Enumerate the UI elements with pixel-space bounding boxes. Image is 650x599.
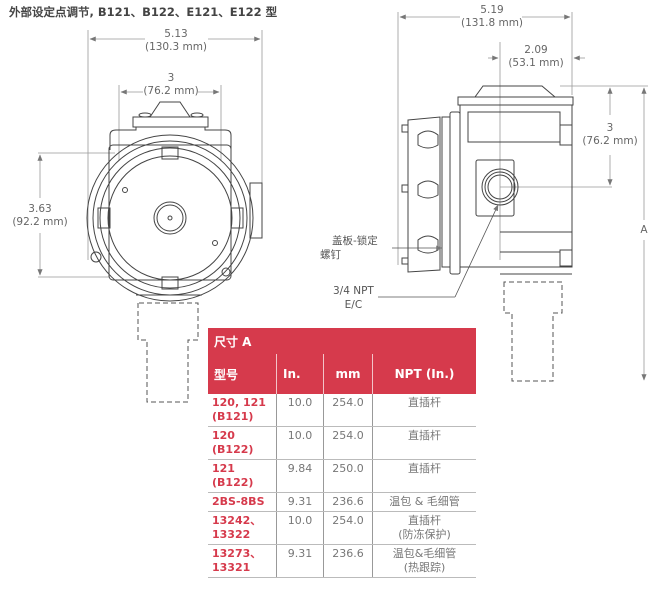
inches-cell: 10.0 xyxy=(276,511,324,545)
npt-cell: 温包&毛细管 xyxy=(392,547,457,560)
dimension-a-label: A xyxy=(640,224,648,236)
dim-inches: 3 xyxy=(167,72,175,84)
table-row: 2BS-8BS 9.31 236.6 温包 & 毛细管 xyxy=(208,492,476,512)
mm-cell: 250.0 xyxy=(323,459,373,493)
table-row: 121(B122) 9.84 250.0 直插杆 xyxy=(208,459,476,493)
inches-cell: 9.84 xyxy=(276,459,324,493)
npt-cell: 直插杆 xyxy=(408,514,441,527)
header-model: 型号 xyxy=(208,354,277,394)
dim-mm: (131.8 mm) xyxy=(460,17,524,29)
model-cell: 13273、 xyxy=(212,547,262,560)
model-cell: 13321 xyxy=(212,561,251,574)
npt-cell: 直插杆 xyxy=(408,429,441,442)
callout-line: 盖板-锁定 xyxy=(332,235,378,247)
header-inches: In. xyxy=(276,354,324,394)
model-cell: 120 xyxy=(212,429,235,442)
dim-inches: 5.13 xyxy=(164,28,188,40)
model-cell: (B122) xyxy=(212,476,254,489)
dim-mm: (130.3 mm) xyxy=(144,41,208,53)
inches-cell: 10.0 xyxy=(276,426,324,460)
side-view xyxy=(378,12,648,382)
table-row: 120(B122) 10.0 254.0 直插杆 xyxy=(208,426,476,460)
header-npt: NPT (In.) xyxy=(372,354,476,394)
model-cell: 120, 121 xyxy=(212,396,266,409)
inches-cell: 10.0 xyxy=(276,394,324,427)
model-cell: 2BS-8BS xyxy=(212,495,265,508)
table-row: 13242、13322 10.0 254.0 直插杆(防冻保护) xyxy=(208,511,476,545)
side-offset-dim: 2.09 (53.1 mm) xyxy=(506,44,566,70)
model-cell: (B121) xyxy=(212,410,254,423)
dim-inches: 3.63 xyxy=(28,203,52,215)
dim-inches: 5.19 xyxy=(480,4,504,16)
front-inner-width-dim: 3 (76.2 mm) xyxy=(140,72,202,98)
side-height-dim: 3 (76.2 mm) xyxy=(578,122,642,148)
side-overall-width-dim: 5.19 (131.8 mm) xyxy=(460,4,524,30)
npt-cell: 直插杆 xyxy=(408,462,441,475)
dim-mm: (76.2 mm) xyxy=(582,135,638,147)
model-cell: 13322 xyxy=(212,528,251,541)
front-overall-width-dim: 5.13 (130.3 mm) xyxy=(144,28,208,54)
model-cell: (B122) xyxy=(212,443,254,456)
mm-cell: 254.0 xyxy=(323,394,373,427)
table-row: 13273、13321 9.31 236.6 温包&毛细管(热跟踪) xyxy=(208,544,476,578)
mm-cell: 236.6 xyxy=(323,544,373,578)
table-caption: 尺寸 A xyxy=(208,328,476,354)
callout-line: 3/4 NPT xyxy=(333,285,374,297)
cover-screw-callout: 盖板-锁定 螺钉 xyxy=(320,234,378,262)
npt-cell: (热跟踪) xyxy=(403,561,446,574)
inches-cell: 9.31 xyxy=(276,544,324,578)
dim-mm: (76.2 mm) xyxy=(143,85,199,97)
front-view xyxy=(37,30,263,403)
dim-inches: 2.09 xyxy=(524,44,548,56)
front-height-dim: 3.63 (92.2 mm) xyxy=(8,203,72,229)
mm-cell: 254.0 xyxy=(323,426,373,460)
mm-cell: 254.0 xyxy=(323,511,373,545)
npt-cell: (防冻保护) xyxy=(398,528,451,541)
mm-cell: 236.6 xyxy=(323,492,373,512)
dim-mm: (92.2 mm) xyxy=(12,216,68,228)
model-cell: 121 xyxy=(212,462,235,475)
dim-mm: (53.1 mm) xyxy=(508,57,564,69)
dimension-a-table: 尺寸 A 型号 In. mm NPT (In.) 120, 121(B121) … xyxy=(208,328,476,578)
npt-cell: 直插杆 xyxy=(408,396,441,409)
callout-line: 螺钉 xyxy=(320,249,341,261)
dim-inches: 3 xyxy=(606,122,614,134)
figure-title: 外部设定点调节, B121、B122、E121、E122 型 xyxy=(9,5,278,19)
conduit-callout: 3/4 NPT E/C xyxy=(333,284,374,312)
inches-cell: 9.31 xyxy=(276,492,324,512)
header-mm: mm xyxy=(323,354,373,394)
table-row: 120, 121(B121) 10.0 254.0 直插杆 xyxy=(208,394,476,427)
npt-cell: 温包 & 毛细管 xyxy=(389,495,460,508)
callout-line: E/C xyxy=(344,299,363,311)
model-cell: 13242、 xyxy=(212,514,262,527)
